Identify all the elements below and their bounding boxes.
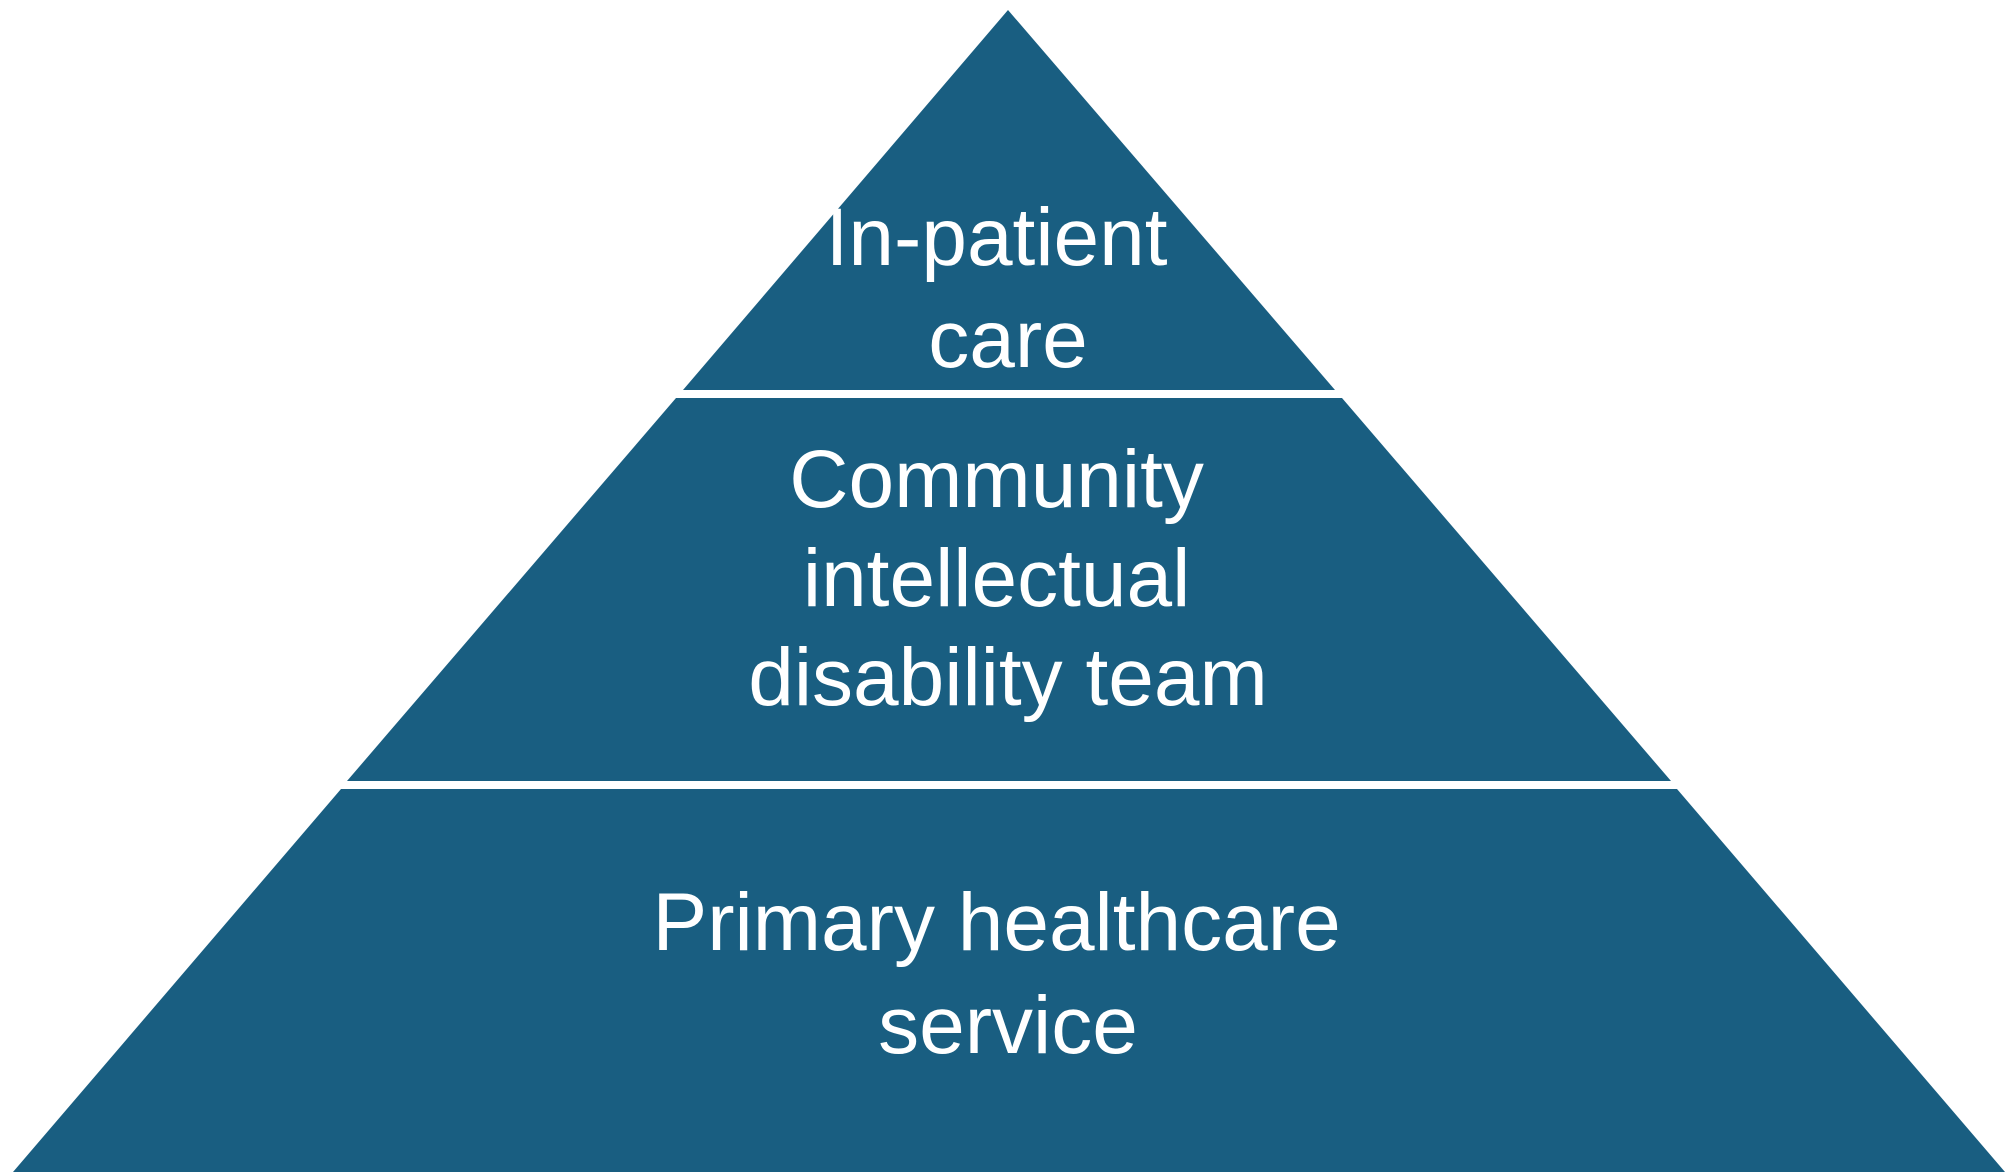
tier-middle-label: Community intellectual disability team (748, 434, 1268, 723)
tier-top-label: In-patient care (826, 192, 1191, 385)
pyramid-tier-bottom (13, 789, 2005, 1172)
tier-top-line-2: care (928, 294, 1088, 385)
pyramid-tier-middle (347, 398, 1671, 781)
tier-bottom-label: Primary healthcare service (653, 877, 1364, 1071)
tier-middle-line-3: disability team (748, 632, 1268, 723)
pyramid-tier-top (683, 10, 1335, 390)
tier-middle-line-2: intellectual (803, 533, 1190, 624)
tier-bottom-line-1: Primary healthcare (653, 877, 1341, 968)
tier-top-line-1: In-patient (826, 192, 1168, 283)
tier-bottom-line-2: service (878, 980, 1138, 1071)
tier-middle-line-1: Community (789, 434, 1204, 525)
